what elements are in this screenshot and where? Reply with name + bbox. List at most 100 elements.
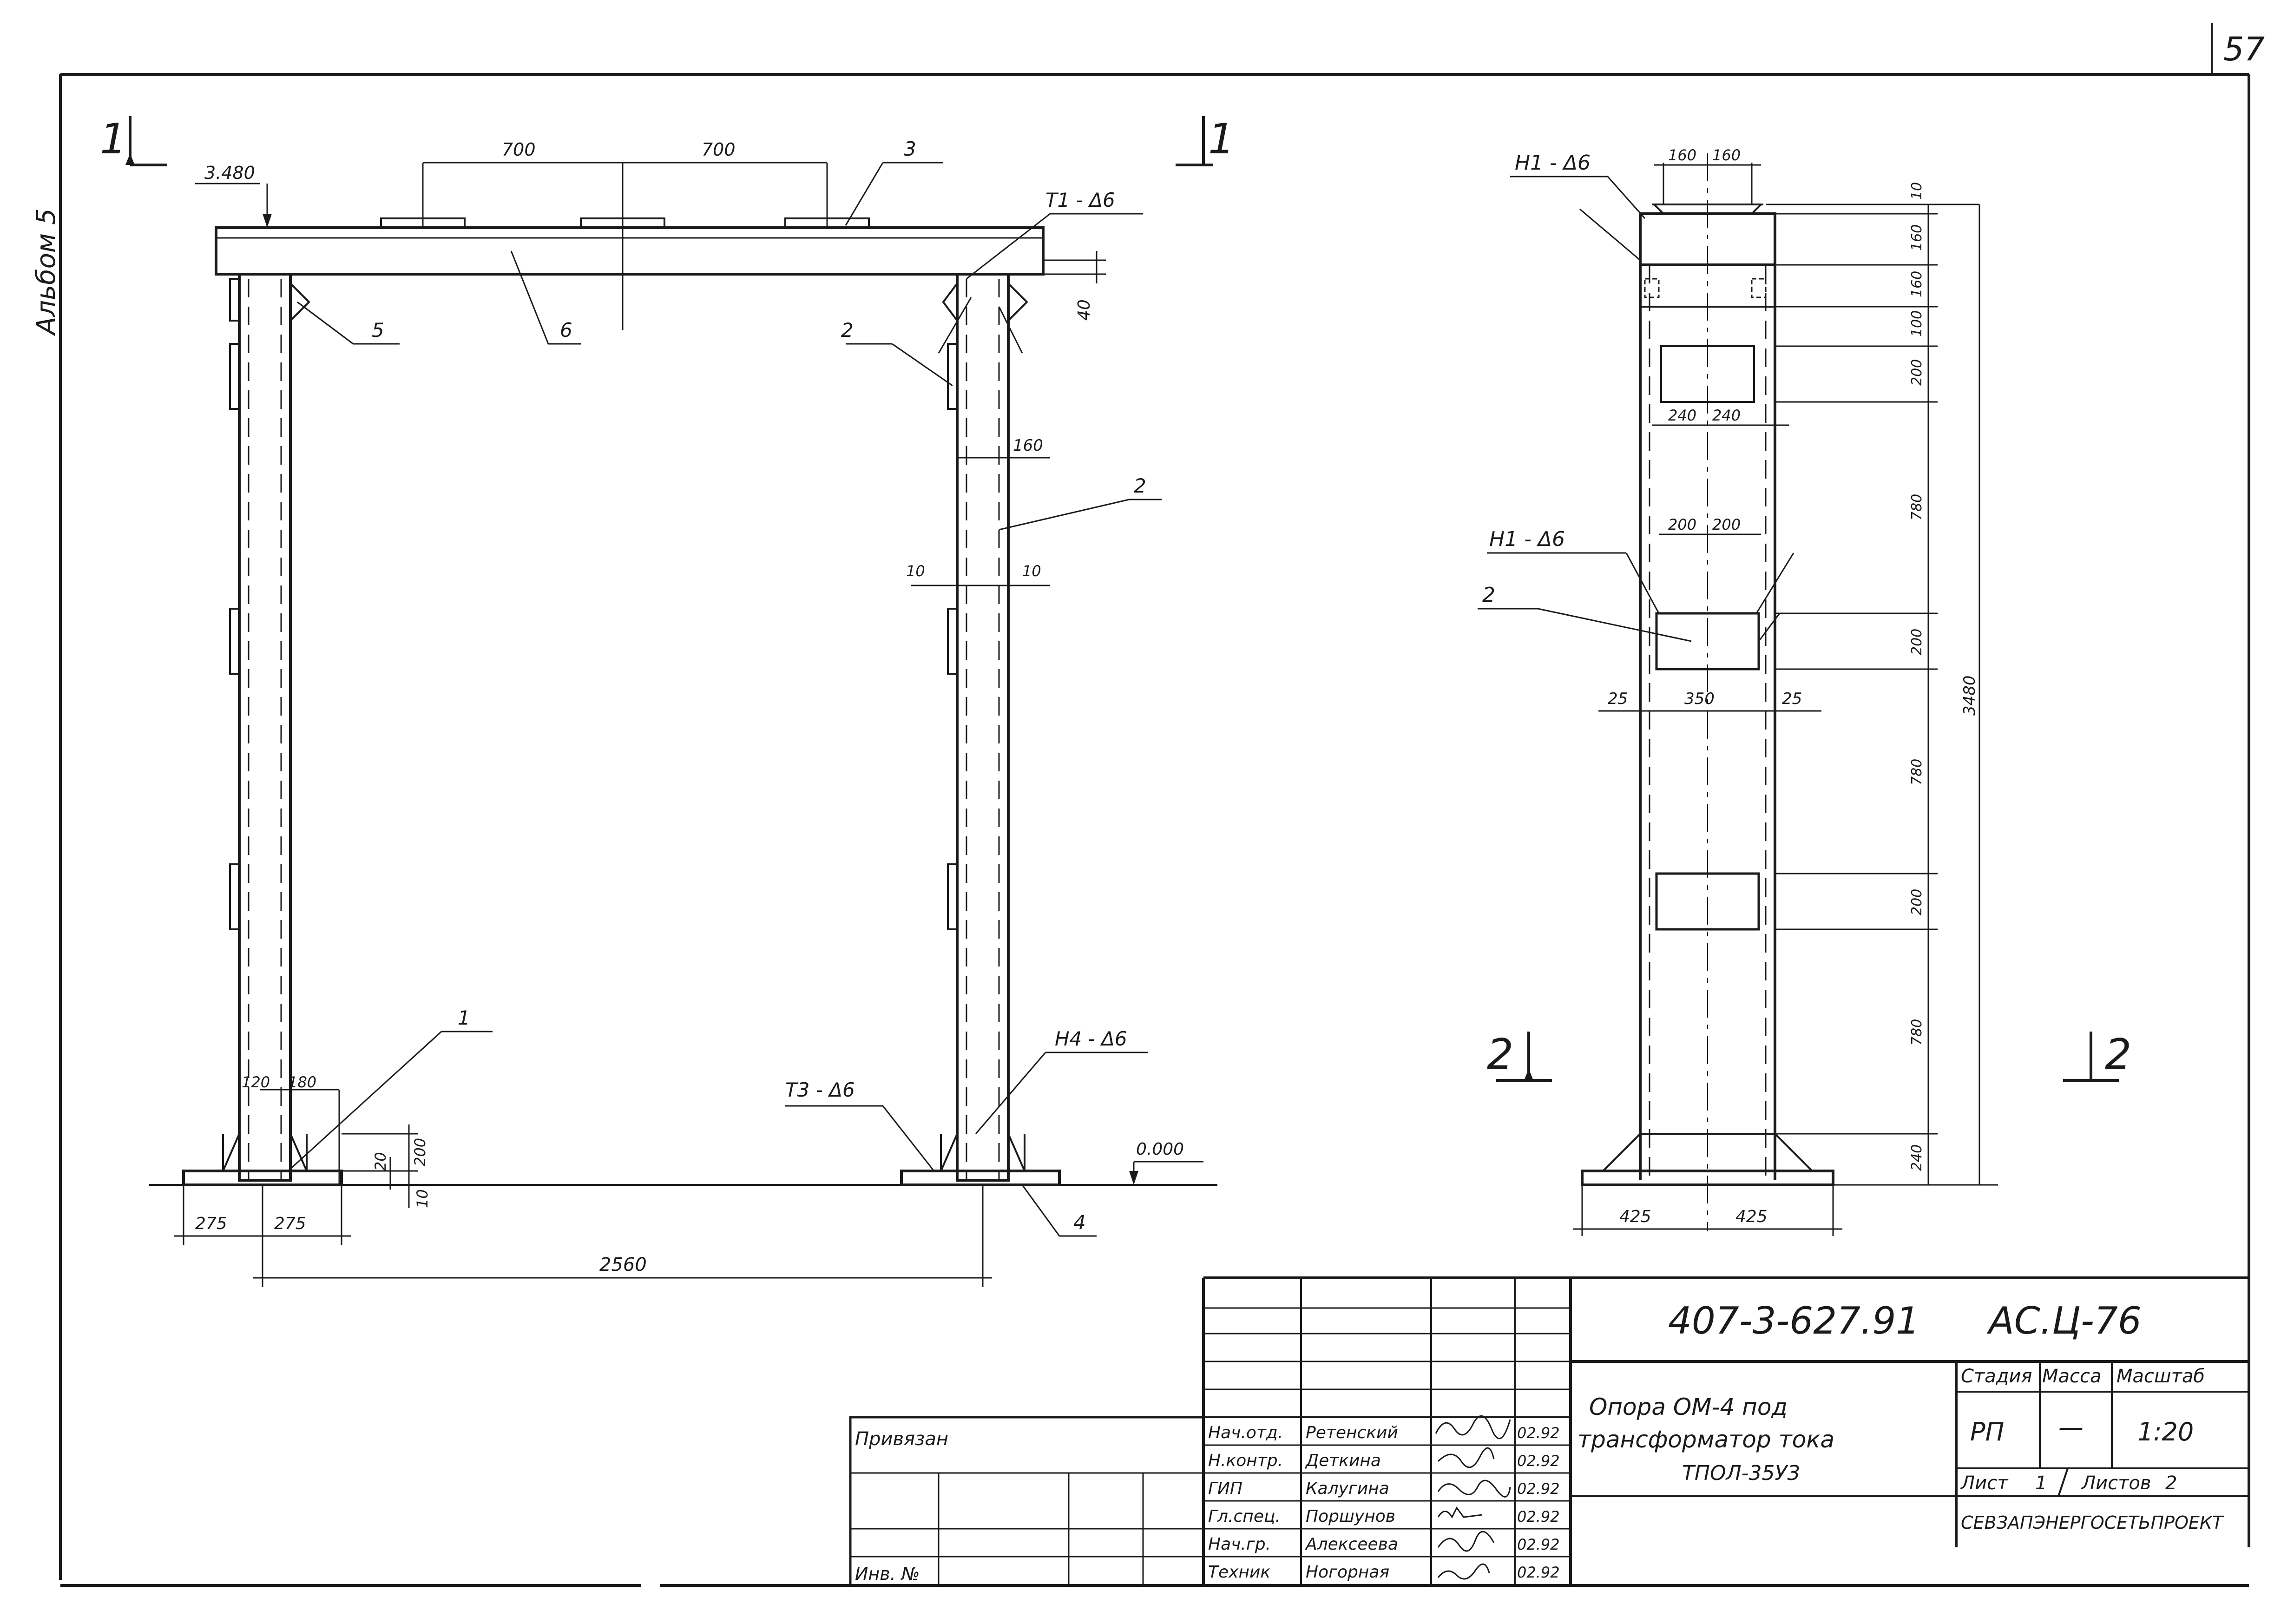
svg-text:1: 1 xyxy=(100,115,126,164)
album-label: Альбом 5 xyxy=(31,208,61,336)
title-block xyxy=(849,1276,2249,1587)
scale-value: 1:20 xyxy=(2137,1417,2194,1446)
svg-text:Калугина: Калугина xyxy=(1306,1479,1389,1498)
svg-text:Т1 - Δ6: Т1 - Δ6 xyxy=(1045,189,1115,211)
signatures xyxy=(1435,1415,1511,1580)
svg-text:425: 425 xyxy=(1735,1207,1768,1226)
section-marker-1-right: 1 xyxy=(1176,115,1235,166)
title-line-1: Опора ОМ-4 под xyxy=(1589,1394,1788,1420)
svg-text:180: 180 xyxy=(288,1073,316,1091)
svg-text:200: 200 xyxy=(1909,629,1925,655)
svg-text:780: 780 xyxy=(1909,1019,1925,1045)
svg-text:Т3 - Δ6: Т3 - Δ6 xyxy=(785,1078,855,1101)
svg-text:700: 700 xyxy=(502,139,536,160)
mass-value: — xyxy=(2058,1413,2084,1442)
svg-text:200: 200 xyxy=(1909,889,1925,915)
staff-list: Нач.отд. Ретенский 02.92 Н.контр. Деткин… xyxy=(1208,1423,1560,1582)
svg-text:Н1 - Δ6: Н1 - Δ6 xyxy=(1489,527,1565,551)
svg-text:02.92: 02.92 xyxy=(1517,1536,1560,1553)
stage-value: РП xyxy=(1970,1417,2004,1446)
scale-label: Масштаб xyxy=(2117,1366,2205,1387)
svg-text:4: 4 xyxy=(1073,1211,1086,1234)
svg-text:275: 275 xyxy=(274,1214,306,1233)
sheet-number: 57 xyxy=(2223,30,2265,68)
left-base-plate xyxy=(182,1170,343,1186)
svg-text:02.92: 02.92 xyxy=(1517,1480,1560,1498)
svg-text:20: 20 xyxy=(372,1152,389,1171)
svg-text:100: 100 xyxy=(1909,310,1925,337)
svg-text:240: 240 xyxy=(1712,407,1741,424)
svg-text:0.000: 0.000 xyxy=(1136,1140,1184,1159)
svg-text:Ногорная: Ногорная xyxy=(1306,1563,1389,1582)
svg-text:Н1 - Δ6: Н1 - Δ6 xyxy=(1515,151,1591,175)
svg-text:10: 10 xyxy=(414,1189,431,1208)
svg-text:Ретенский: Ретенский xyxy=(1306,1423,1398,1442)
svg-text:25: 25 xyxy=(1782,690,1802,708)
section-marker-2-left: 2 xyxy=(1487,1030,1552,1082)
svg-text:Нач.гр.: Нач.гр. xyxy=(1208,1535,1271,1554)
svg-text:25: 25 xyxy=(1608,690,1628,708)
svg-text:160: 160 xyxy=(1013,436,1043,455)
svg-text:2: 2 xyxy=(2105,1030,2131,1079)
svg-text:160: 160 xyxy=(1668,146,1696,164)
svg-text:425: 425 xyxy=(1619,1207,1651,1226)
svg-text:160: 160 xyxy=(1909,224,1925,251)
svg-text:5: 5 xyxy=(372,319,384,342)
svg-text:160: 160 xyxy=(1712,146,1741,164)
front-view: 700 700 3.480 3 6 40 5 xyxy=(149,138,1217,1287)
svg-text:Н.контр.: Н.контр. xyxy=(1208,1451,1283,1470)
svg-text:Алексеева: Алексеева xyxy=(1305,1535,1398,1554)
svg-text:Гл.спец.: Гл.спец. xyxy=(1208,1507,1281,1526)
svg-text:275: 275 xyxy=(195,1214,227,1233)
crossbeam xyxy=(215,226,1045,276)
svg-text:02.92: 02.92 xyxy=(1517,1424,1560,1442)
svg-text:40: 40 xyxy=(1075,299,1094,321)
section-marker-1-left: 1 xyxy=(100,115,167,166)
svg-text:200: 200 xyxy=(1712,516,1741,533)
title-line-3: ТПОЛ-35У3 xyxy=(1682,1461,1800,1485)
doc-code: 407-3-627.91 xyxy=(1668,1299,1919,1342)
stage-label: Стадия xyxy=(1961,1366,2032,1387)
svg-text:3480: 3480 xyxy=(1960,675,1979,716)
svg-text:780: 780 xyxy=(1909,759,1925,785)
svg-text:02.92: 02.92 xyxy=(1517,1564,1560,1581)
svg-text:200: 200 xyxy=(411,1138,429,1166)
svg-text:2: 2 xyxy=(841,319,854,342)
svg-text:Н4 - Δ6: Н4 - Δ6 xyxy=(1055,1027,1127,1050)
svg-text:10: 10 xyxy=(906,562,925,580)
section-marker-2-right: 2 xyxy=(2063,1030,2131,1082)
sheet-label: Лист xyxy=(1960,1473,2009,1494)
svg-text:Нач.отд.: Нач.отд. xyxy=(1208,1423,1283,1442)
svg-text:2560: 2560 xyxy=(599,1254,647,1276)
sheet-frame xyxy=(59,23,2250,1587)
svg-text:240: 240 xyxy=(1668,407,1696,424)
svg-text:120: 120 xyxy=(242,1073,270,1091)
svg-text:240: 240 xyxy=(1909,1144,1925,1171)
left-column xyxy=(238,273,292,1182)
svg-text:Деткина: Деткина xyxy=(1305,1451,1381,1470)
svg-text:160: 160 xyxy=(1909,271,1925,297)
svg-text:2: 2 xyxy=(1134,474,1146,497)
svg-text:200: 200 xyxy=(1668,516,1696,533)
svg-text:2: 2 xyxy=(1482,583,1495,607)
organization: СЕВЗАПЭНЕРГОСЕТЬПРОЕКТ xyxy=(1961,1512,2224,1533)
svg-text:1: 1 xyxy=(458,1006,470,1029)
svg-text:02.92: 02.92 xyxy=(1517,1508,1560,1525)
svg-text:700: 700 xyxy=(702,139,736,160)
privyazan-label: Привязан xyxy=(855,1428,948,1450)
sheet-value: 1 xyxy=(2035,1473,2047,1494)
right-column xyxy=(956,273,1010,1182)
svg-text:6: 6 xyxy=(560,319,572,342)
doc-code-suffix: АС.Ц-76 xyxy=(1986,1299,2142,1342)
right-base-plate xyxy=(900,1170,1061,1186)
svg-text:3.480: 3.480 xyxy=(204,163,255,183)
svg-text:02.92: 02.92 xyxy=(1517,1452,1560,1470)
side-base-plate xyxy=(1581,1170,1834,1186)
svg-text:ГИП: ГИП xyxy=(1208,1479,1242,1498)
sheets-label: Листов xyxy=(2081,1473,2151,1494)
svg-text:10: 10 xyxy=(1909,182,1925,200)
mass-label: Масса xyxy=(2042,1366,2102,1387)
svg-text:350: 350 xyxy=(1684,690,1715,708)
title-line-2: трансформатор тока xyxy=(1578,1426,1834,1453)
